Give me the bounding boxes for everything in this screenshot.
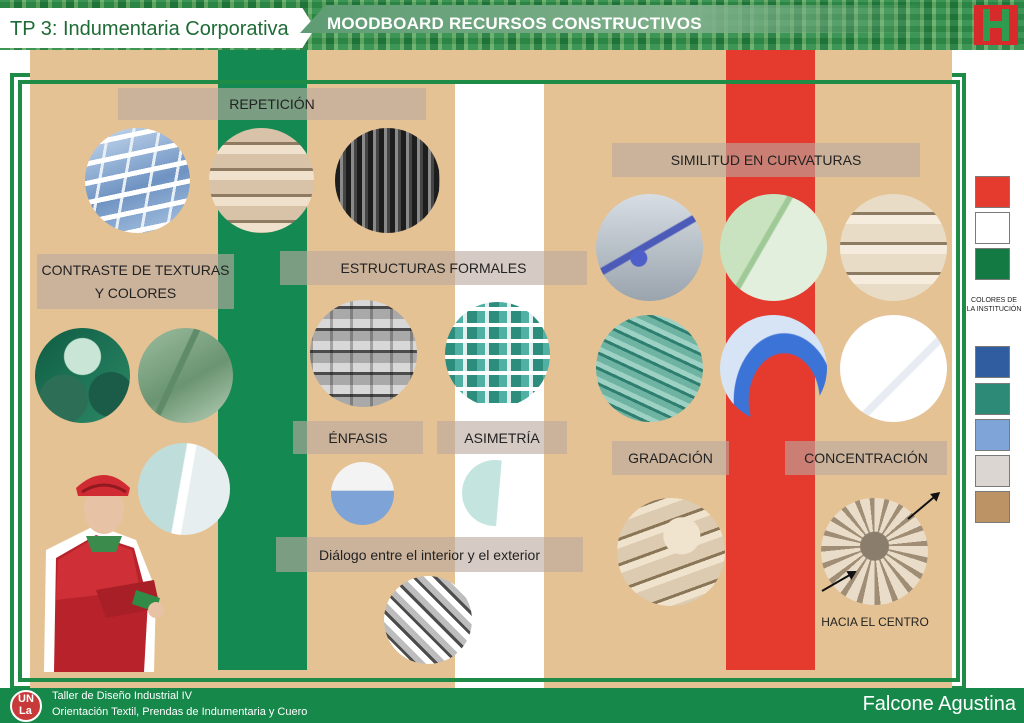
label-estructuras: ESTRUCTURAS FORMALES [280,251,587,285]
palette-swatch [975,212,1010,244]
image-mint-curve [720,194,827,301]
label-dialogo: Diálogo entre el interior y el exterior [276,537,583,572]
image-blue-waistband [331,462,394,525]
label-gradacion: GRADACIÓN [612,441,729,475]
label-enfasis: ÉNFASIS [293,421,423,454]
page-title: TP 3: Indumentaria Corporativa [10,18,289,40]
label-contraste-line1: CONTRASTE DE TEXTURAS [41,261,230,278]
label-repeticion: REPETICIÓN [118,88,426,120]
image-window-grid [384,576,472,664]
page-subtitle: MOODBOARD RECURSOS CONSTRUCTIVOS [327,14,702,33]
image-green-ruffle [596,315,703,422]
title-banner [0,8,315,48]
palette-swatch [975,248,1010,280]
palette-swatch [975,383,1010,415]
label-contraste: CONTRASTE DE TEXTURAS Y COLORES [37,254,234,309]
palette-swatch [975,176,1010,208]
label-concentracion: CONCENTRACIÓN [785,441,947,475]
image-white-fabric [840,315,947,422]
course-name: Taller de Diseño Industrial IV [52,690,193,702]
image-asym-shirt [462,460,528,526]
palette-swatch [975,455,1010,487]
header-bar: TP 3: Indumentaria Corporativa MOODBOARD… [0,0,1024,50]
label-contraste-line2: Y COLORES [94,284,177,301]
label-similitud: SIMILITUD EN CURVATURAS [612,143,920,177]
caption-hacia-el-centro: HACIA EL CENTRO [821,615,929,629]
image-blue-shirt [138,443,230,535]
image-perspective-floor [310,300,417,407]
footer-bar [0,688,1024,723]
model-figure [36,440,176,672]
logo-text-top: UN [18,693,34,705]
logo-text-bottom: La [19,705,32,717]
palette-swatch [975,491,1010,523]
image-curved-floor [596,194,703,301]
image-teal-building [445,302,550,407]
palette-swatch [975,419,1010,451]
course-orientation: Orientación Textil, Prendas de Indumenta… [52,706,308,718]
image-green-jacket [138,328,233,423]
image-dark-tubes [335,128,440,233]
image-blue-ring [720,315,827,422]
image-carved-sculpture [617,498,725,606]
image-stone-tubes [209,128,314,233]
palette-swatch [975,346,1010,378]
author-name: Falcone Agustina [862,693,1016,715]
image-stone-columns [840,194,947,301]
label-asimetria: ASIMETRÍA [437,421,567,454]
institution-logo-icon [974,5,1018,45]
image-glass-facade [85,128,190,233]
image-green-scarf [35,328,130,423]
university-logo-icon: UN La [10,690,42,722]
palette-caption: COLORES DE LA INSTITUCIÓN [966,297,1022,313]
subtitle-banner [300,5,940,33]
